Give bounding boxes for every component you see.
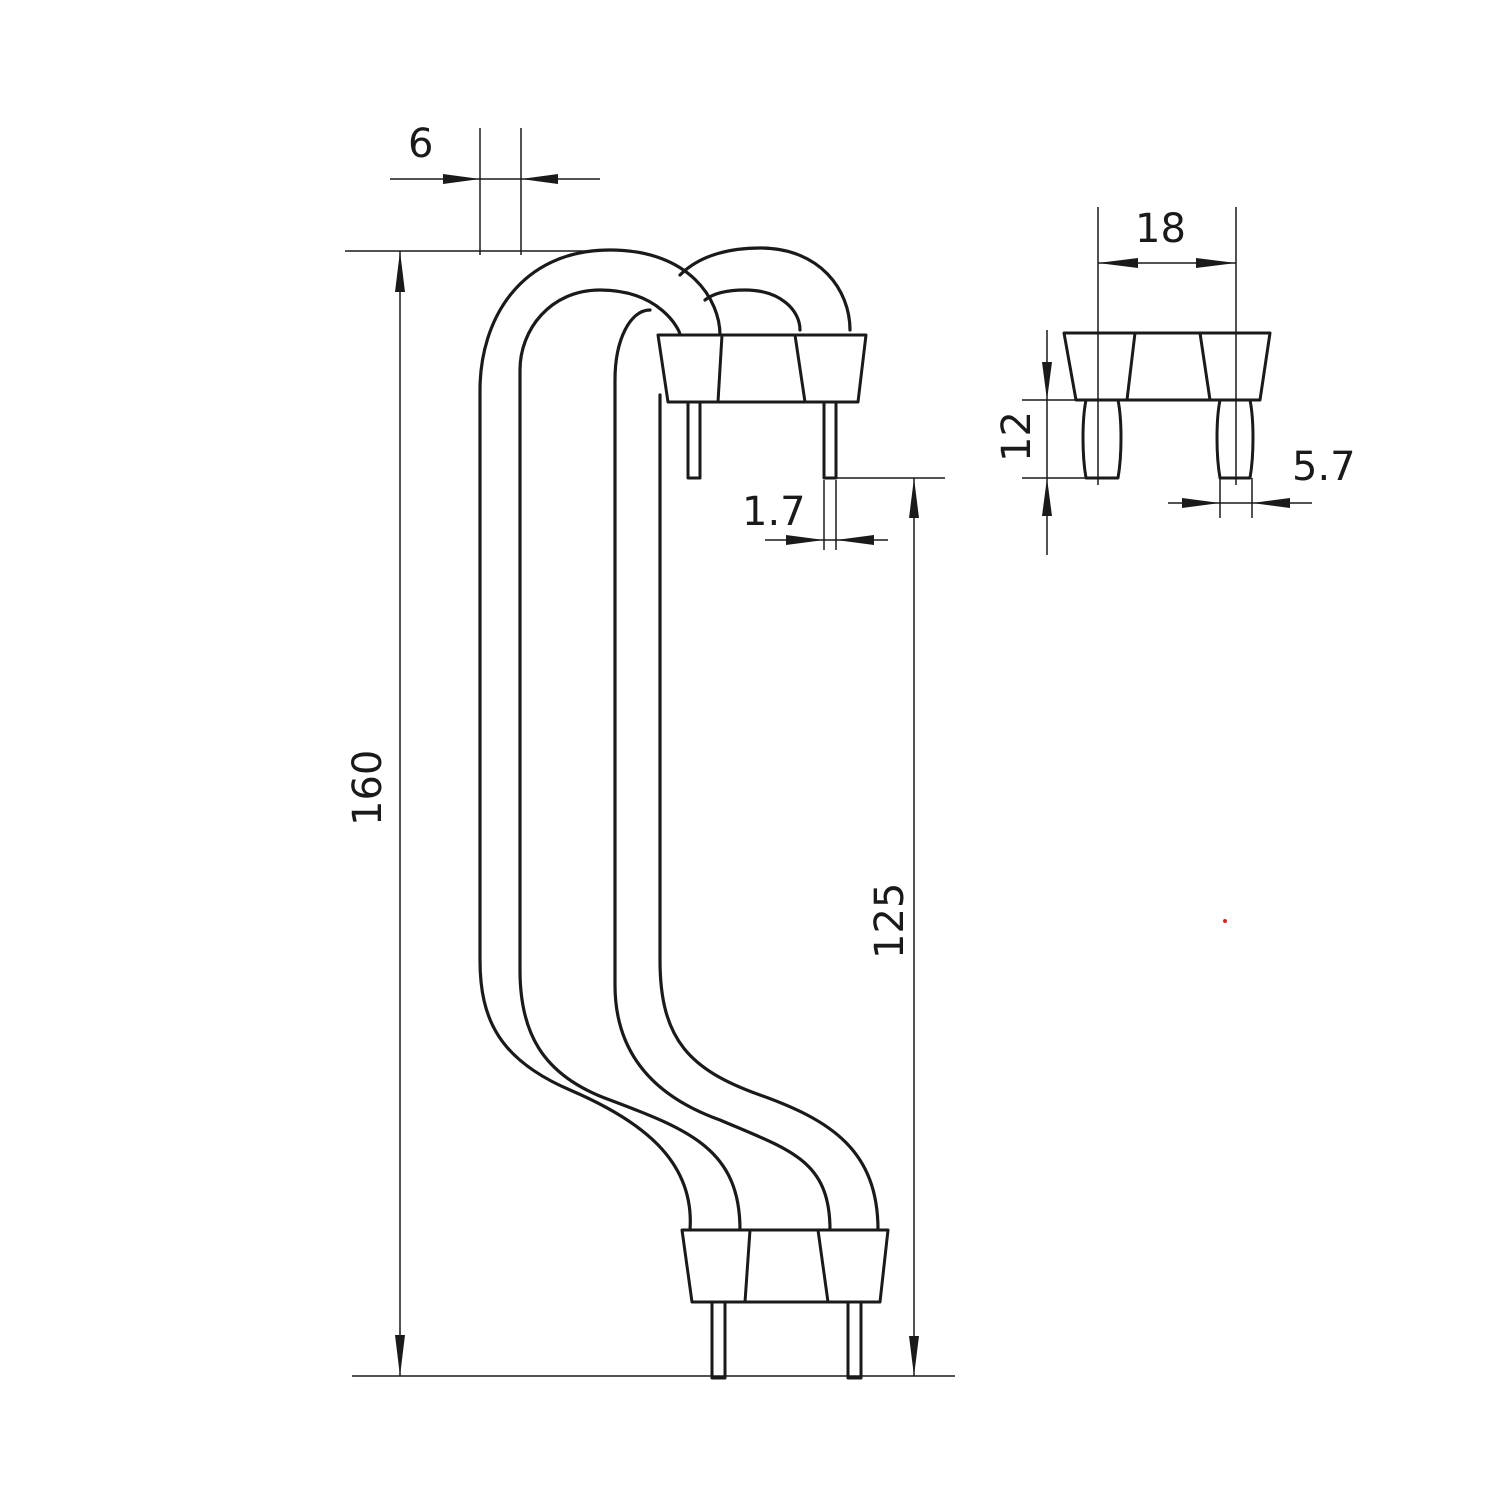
dim-pin-spacing-label: 5.7 xyxy=(1292,444,1356,490)
dim-overall-height: 160 xyxy=(345,250,955,1377)
dim-tube-diameter-label: 6 xyxy=(408,121,433,167)
red-marker-dot xyxy=(1223,919,1227,923)
dim-end-width: 18 xyxy=(1097,206,1237,485)
dim-lower-height-label: 125 xyxy=(867,883,913,959)
top-pin-right xyxy=(822,400,838,480)
dim-lower-height: 125 xyxy=(835,477,945,1376)
bottom-end-cap xyxy=(680,1228,890,1380)
tube-body xyxy=(478,246,880,1232)
dim-pin-diameter: 1.7 xyxy=(742,480,888,550)
dim-end-height: 12 xyxy=(994,330,1086,555)
dim-end-width-label: 18 xyxy=(1135,206,1186,252)
top-cap-body xyxy=(656,333,868,404)
dim-pin-diameter-label: 1.7 xyxy=(742,489,806,535)
bottom-cap-body xyxy=(680,1228,890,1304)
dim-tube-diameter: 6 xyxy=(390,121,600,255)
tube-1-inner-edge xyxy=(518,288,742,1232)
bottom-pin-right xyxy=(846,1300,863,1380)
tube-2-upper-arc-inner xyxy=(703,288,802,332)
top-pin-left xyxy=(686,400,702,480)
tube-1-outer-edge xyxy=(478,248,722,1232)
end-view xyxy=(1062,331,1272,480)
dim-end-height-label: 12 xyxy=(994,411,1040,462)
end-view-pin-right xyxy=(1215,398,1255,480)
end-view-pin-left xyxy=(1081,398,1123,480)
tube-2-upper-arc xyxy=(678,246,852,332)
top-end-cap xyxy=(656,333,868,480)
dim-pin-spacing: 5.7 xyxy=(1168,444,1356,518)
bottom-pin-left xyxy=(710,1300,727,1380)
end-view-cap xyxy=(1062,331,1272,402)
dim-overall-height-label: 160 xyxy=(345,750,391,826)
tube-2-inner-edge xyxy=(658,393,880,1232)
tube-2-outer-edge xyxy=(613,308,832,1232)
